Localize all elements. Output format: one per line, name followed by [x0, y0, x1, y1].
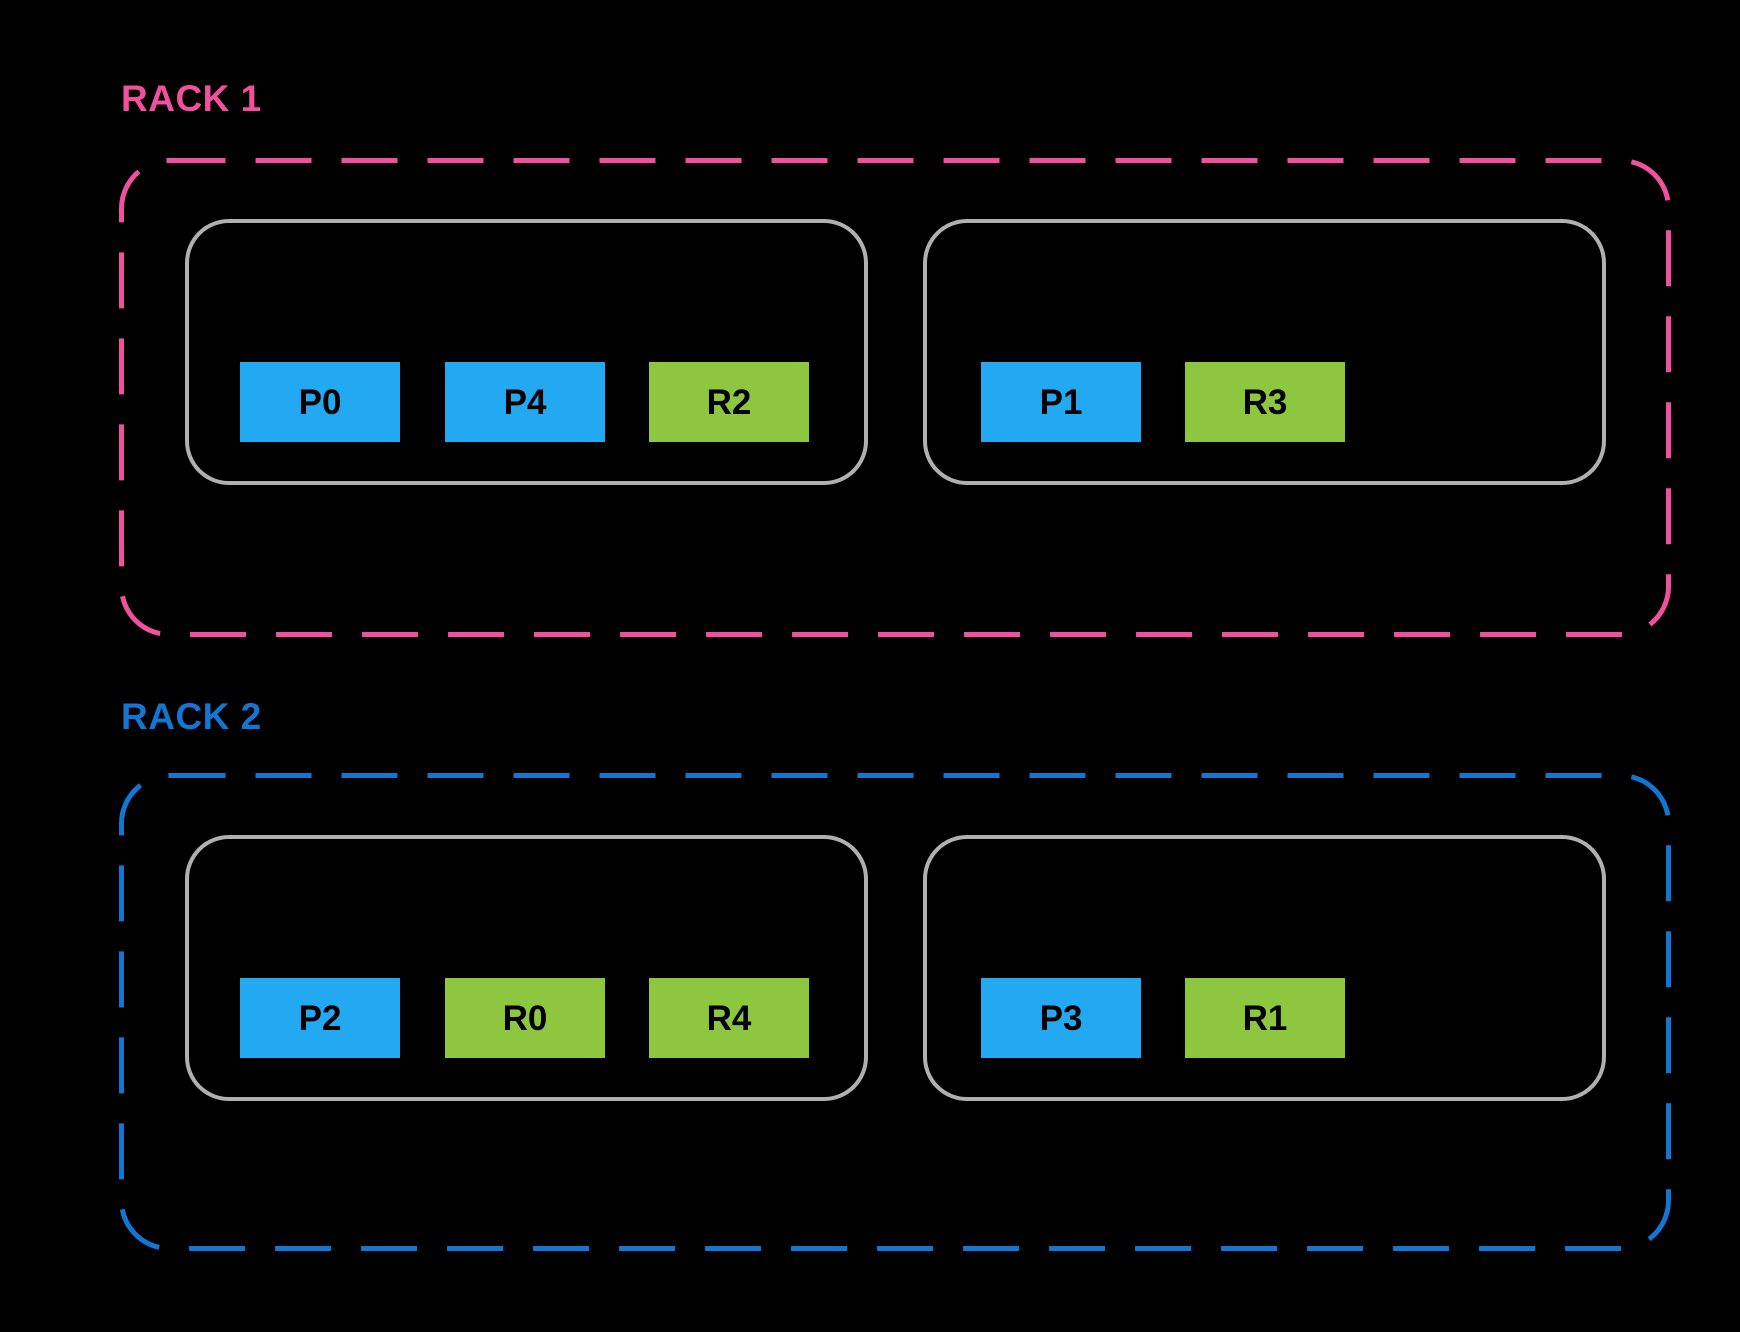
- rack2-label: RACK 2: [121, 696, 262, 737]
- rack1-label: RACK 1: [121, 78, 262, 119]
- replica-box-label: R3: [1242, 382, 1288, 422]
- partition-box-label: P0: [298, 382, 342, 422]
- rack2-node-2: P3 R1: [923, 835, 1606, 1101]
- partition-box-P1: P1: [981, 362, 1141, 442]
- rack2-border-rect: [119, 773, 1671, 1251]
- partition-box-P0: P0: [240, 362, 400, 442]
- partition-box-P3: P3: [981, 978, 1141, 1058]
- replica-box-R4: R4: [649, 978, 809, 1058]
- replica-box-R1: R1: [1185, 978, 1345, 1058]
- replica-box-R3: R3: [1185, 362, 1345, 442]
- partition-box-label: P2: [298, 998, 342, 1038]
- rack2-node-1: P2 R0 R4: [185, 835, 868, 1101]
- replica-box-R0: R0: [445, 978, 605, 1058]
- rack2-dashed-border: [119, 773, 1671, 1251]
- partition-box-label: P4: [503, 382, 547, 422]
- replica-box-label: R0: [502, 998, 548, 1038]
- replica-box-label: R1: [1242, 998, 1288, 1038]
- replica-box-label: R2: [706, 382, 752, 422]
- rack1-dashed-border: [119, 158, 1671, 637]
- rack1-border-rect: [119, 158, 1671, 637]
- partition-box-P4: P4: [445, 362, 605, 442]
- partition-box-label: P1: [1039, 382, 1083, 422]
- replica-box-label: R4: [706, 998, 752, 1038]
- rack1-node-1: P0 P4 R2: [185, 219, 868, 485]
- partition-box-P2: P2: [240, 978, 400, 1058]
- replica-box-R2: R2: [649, 362, 809, 442]
- rack1-node-2: P1 R3: [923, 219, 1606, 485]
- partition-box-label: P3: [1039, 998, 1083, 1038]
